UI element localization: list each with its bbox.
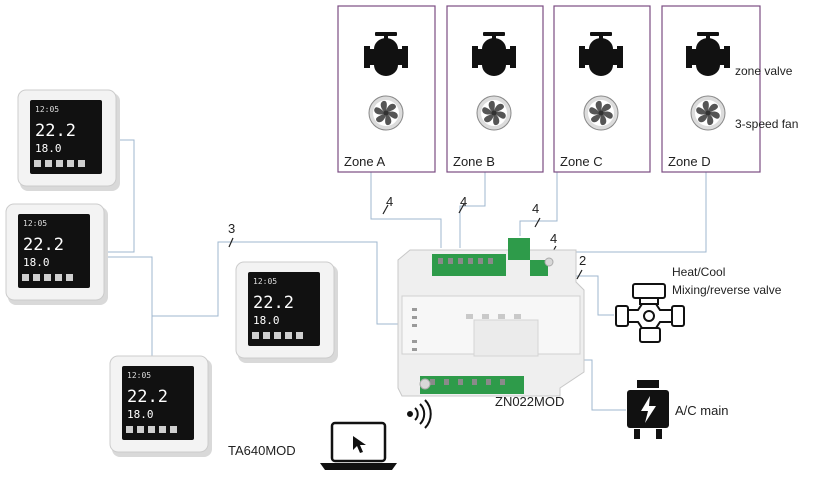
- wifi-icon: [407, 399, 432, 429]
- wire-count-zone-c: 4: [532, 201, 539, 216]
- thermostat-temperature: 22.2: [253, 293, 294, 313]
- thermostat-time: 12:05: [253, 277, 277, 286]
- controller-model-label: ZN022MOD: [495, 394, 564, 409]
- thermostat-setpoint: 18.0: [127, 408, 154, 421]
- ac-main-icon: [627, 380, 669, 439]
- fan-icon: [476, 95, 512, 131]
- ac-main-label: A/C main: [675, 403, 728, 418]
- cursor-icon: [353, 436, 366, 453]
- thermostat-time: 12:05: [35, 105, 59, 114]
- thermostat-time: 12:05: [127, 371, 151, 380]
- fan-icon: [368, 95, 404, 131]
- wire-count-mixing-valve: 2: [579, 253, 586, 268]
- thermostat-4: 12:05 22.2 18.0: [109, 355, 212, 457]
- thermostat-temperature: 22.2: [127, 387, 168, 407]
- zone-a-label: Zone A: [344, 154, 386, 169]
- thermostat-3: 12:05 22.2 18.0: [235, 261, 338, 363]
- laptop-icon: [320, 421, 397, 470]
- thermostat-setpoint: 18.0: [253, 314, 280, 327]
- wire-count-thermostat-bus: 3: [228, 221, 235, 236]
- zone-c-box: Zone C: [553, 5, 651, 173]
- thermostat-2: 12:05 22.2 18.0: [5, 203, 108, 305]
- zone-valve-legend: zone valve: [735, 64, 793, 78]
- mixing-valve-icon: [615, 283, 685, 343]
- thermostat-temperature: 22.2: [23, 235, 64, 255]
- mixing-valve-label-line2: Mixing/reverse valve: [672, 283, 782, 297]
- controller-unit: [397, 238, 585, 397]
- wire-count-zone-d: 4: [550, 231, 557, 246]
- thermostat-temperature: 22.2: [35, 121, 76, 141]
- zone-b-label: Zone B: [453, 154, 495, 169]
- zone-d-box: Zone D: [661, 5, 761, 173]
- thermostat-time: 12:05: [23, 219, 47, 228]
- zone-b-box: Zone B: [446, 5, 544, 173]
- zone-d-label: Zone D: [668, 154, 711, 169]
- mixing-valve-label-line1: Heat/Cool: [672, 265, 725, 279]
- fan-legend: 3-speed fan: [735, 117, 798, 131]
- zone-a-box: Zone A: [337, 5, 436, 173]
- thermostat-model-label: TA640MOD: [228, 443, 296, 458]
- wire-count-zone-b: 4: [460, 194, 467, 209]
- thermostat-setpoint: 18.0: [35, 142, 62, 155]
- thermostat-setpoint: 18.0: [23, 256, 50, 269]
- fan-icon: [583, 95, 619, 131]
- zone-c-label: Zone C: [560, 154, 603, 169]
- thermostat-1: 12:05 22.2 18.0: [17, 89, 120, 191]
- wire-count-zone-a: 4: [386, 194, 393, 209]
- fan-icon: [690, 95, 726, 131]
- thermostats: 12:05 22.2 18.0 12:05 22.2 18.0 12:05 22…: [5, 89, 338, 457]
